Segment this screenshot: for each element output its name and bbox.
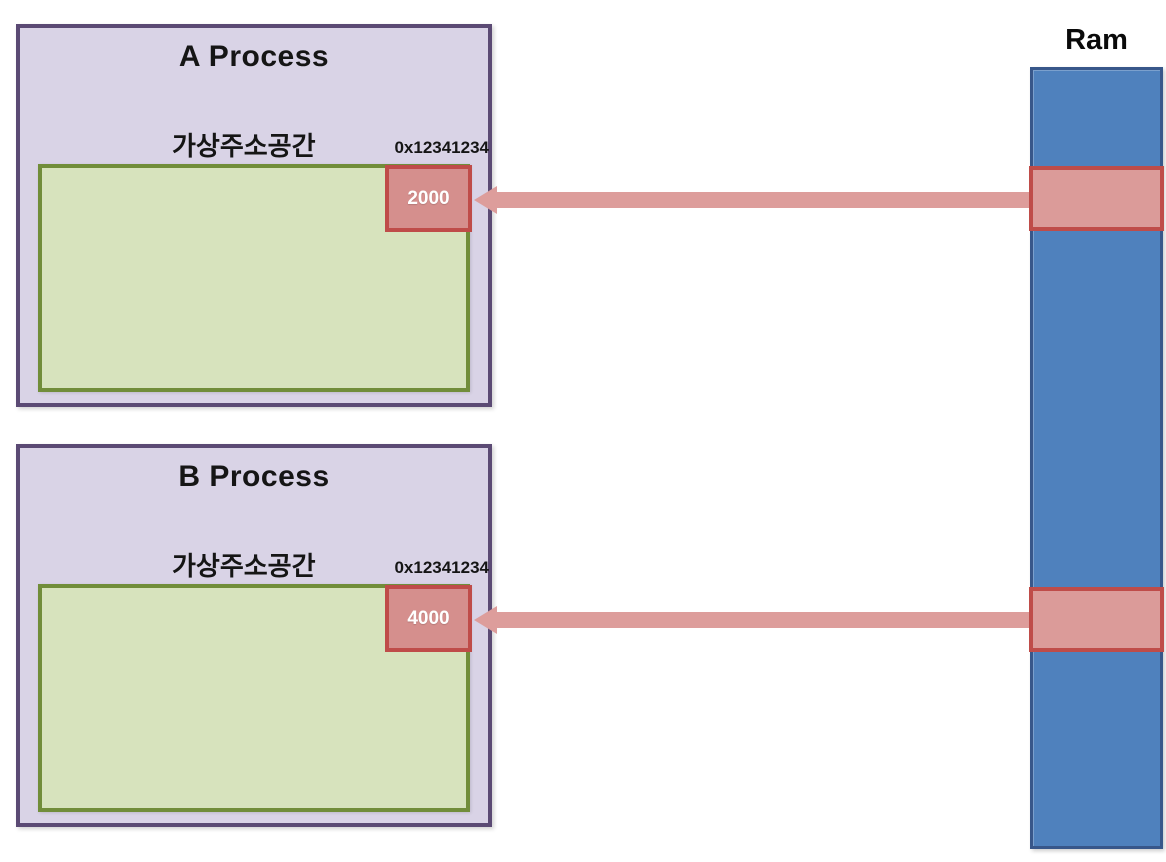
process-a-address-value: 0x12341234 xyxy=(394,138,489,157)
process-a-mapped-page: 2000 xyxy=(385,165,472,232)
ram-frame-for-process-a xyxy=(1029,166,1164,231)
ram-frame-for-process-b xyxy=(1029,587,1164,652)
ram-title: Ram xyxy=(1065,24,1128,56)
mapping-arrow-b-shaft xyxy=(496,612,1030,628)
process-a-page-value: 2000 xyxy=(407,187,450,209)
mapping-arrow-a-left-arrowhead-icon xyxy=(474,186,497,214)
process-a-box: A Process 가상주소공간 0x12341234 2000 xyxy=(16,24,492,407)
process-b-title: B Process xyxy=(178,460,330,493)
process-b-box: B Process 가상주소공간 0x12341234 4000 xyxy=(16,444,492,827)
process-b-mapped-page: 4000 xyxy=(385,585,472,652)
process-a-virtual-address-space-label: 가상주소공간 xyxy=(172,131,316,161)
process-a-title: A Process xyxy=(178,40,330,73)
mapping-arrow-b-left-arrowhead-icon xyxy=(474,606,497,634)
process-b-address-value: 0x12341234 xyxy=(394,558,489,577)
process-b-virtual-address-space-label: 가상주소공간 xyxy=(172,551,316,581)
process-b-page-value: 4000 xyxy=(407,607,450,629)
mapping-arrow-a-shaft xyxy=(496,192,1030,208)
